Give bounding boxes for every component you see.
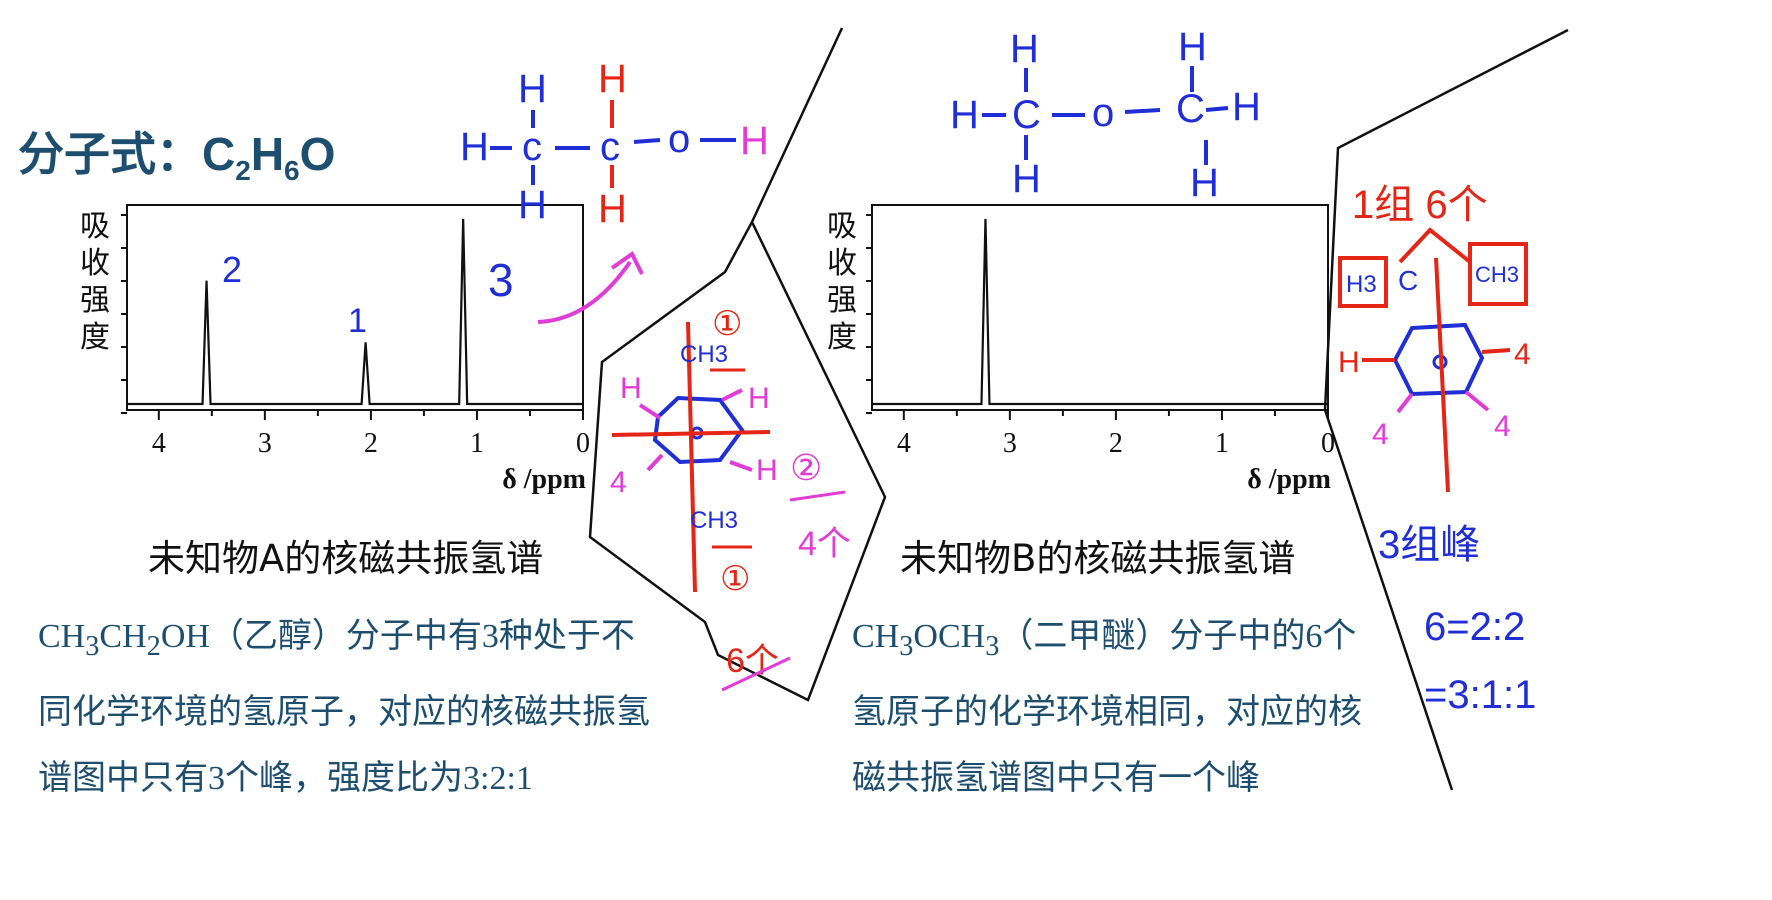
svg-text:c: c [600, 125, 620, 169]
svg-text:3组峰: 3组峰 [1378, 523, 1480, 567]
svg-text:H: H [1178, 25, 1207, 69]
chart-b-xlabel: δ /ppm [1247, 464, 1331, 495]
chart-b-spectrum: 4 3 2 1 0 δ /ppm [866, 204, 1335, 495]
ether-structure: H H C H o C H H H [950, 25, 1261, 205]
svg-text:4: 4 [610, 466, 627, 499]
svg-text:H: H [748, 382, 770, 415]
svg-text:H: H [1012, 157, 1041, 201]
svg-text:H: H [598, 187, 627, 231]
chart-a-ylabel: 吸收强度 [80, 209, 110, 355]
svg-text:H: H [598, 57, 627, 101]
peak-label-3: 3 [488, 254, 514, 306]
svg-text:6=2:2: 6=2:2 [1424, 605, 1525, 649]
svg-text:1组 6个: 1组 6个 [1352, 183, 1488, 227]
chart-b-xtick-label-3: 3 [1003, 428, 1017, 459]
svg-text:C: C [1012, 93, 1041, 137]
svg-text:4个: 4个 [798, 525, 851, 563]
svg-text:CH3: CH3 [680, 341, 728, 368]
mesitylene-sketch: 1组 6个 H3 C CH3 H 4 4 4 3组峰 6=2:2 =3:1:1 [1338, 183, 1536, 717]
chart-b-xtick-label-2: 2 [1109, 428, 1123, 459]
chart-a-spectrum: 4 3 2 1 0 δ /ppm [121, 204, 590, 495]
svg-text:4: 4 [1514, 338, 1531, 371]
peak-label-2: 2 [222, 249, 242, 290]
svg-text:6个: 6个 [726, 642, 779, 680]
chart-a-xlabel: δ /ppm [502, 464, 586, 495]
svg-text:4: 4 [1494, 410, 1511, 443]
svg-text:o: o [1092, 91, 1114, 135]
svg-text:H: H [1338, 346, 1360, 379]
molecular-formula: 分子式：C2H6O [18, 128, 336, 187]
peak-label-1: 1 [348, 302, 367, 340]
ether-description: CH3OCH3（二甲醚）分子中的6个 氢原子的化学环境相同，对应的核 磁共振氢谱… [852, 618, 1362, 797]
chart-a-xtick-label-2: 2 [364, 428, 378, 459]
svg-text:H: H [460, 125, 489, 169]
chart-b-xtick-label-4: 4 [897, 428, 911, 459]
svg-text:H: H [518, 183, 547, 227]
svg-text:H: H [950, 93, 979, 137]
chart-a-xtick-label-4: 4 [152, 428, 166, 459]
svg-text:①: ① [712, 305, 742, 343]
svg-text:4: 4 [1372, 418, 1389, 451]
chart-b-caption: 未知物B的核磁共振氢谱 [900, 537, 1296, 580]
svg-text:CH3: CH3 [1475, 262, 1519, 287]
chart-b-xtick-label-1: 1 [1215, 428, 1229, 459]
chart-a-peak-labels: 2 1 3 [222, 249, 514, 340]
ethanol-description: CH3CH2OH（乙醇）分子中有3种处于不 同化学环境的氢原子，对应的核磁共振氢… [38, 618, 650, 797]
svg-text:H: H [620, 372, 642, 405]
svg-text:C: C [1176, 87, 1205, 131]
chart-a-xtick-label-3: 3 [258, 428, 272, 459]
svg-text:H: H [1190, 161, 1219, 205]
svg-text:C: C [1398, 265, 1418, 296]
svg-text:H: H [1232, 85, 1261, 129]
chart-b-frame [871, 204, 1329, 411]
svg-text:②: ② [790, 447, 822, 488]
chart-a-xtick-label-0: 0 [576, 428, 590, 459]
ethanol-structure: H c H H c H H o H [460, 57, 769, 324]
svg-text:H: H [740, 119, 769, 163]
svg-text:CH3: CH3 [690, 507, 738, 534]
chart-b-ylabel: 吸收强度 [827, 209, 857, 355]
svg-text:o: o [668, 117, 690, 161]
chart-a-caption: 未知物A的核磁共振氢谱 [148, 537, 544, 580]
svg-text:H: H [518, 67, 547, 111]
svg-text:c: c [522, 125, 542, 169]
svg-text:H: H [756, 454, 778, 487]
svg-text:=3:1:1: =3:1:1 [1424, 673, 1536, 717]
chart-b-xtick-label-0: 0 [1321, 428, 1335, 459]
svg-text:H: H [1010, 27, 1039, 71]
svg-text:①: ① [720, 560, 750, 598]
svg-text:H3: H3 [1346, 271, 1377, 298]
divider-lines [588, 27, 1569, 791]
chart-a-xtick-label-1: 1 [470, 428, 484, 459]
xylene-sketch: CH3 ① CH3 ① H H 4 H ② 4个 6个 [610, 305, 851, 692]
